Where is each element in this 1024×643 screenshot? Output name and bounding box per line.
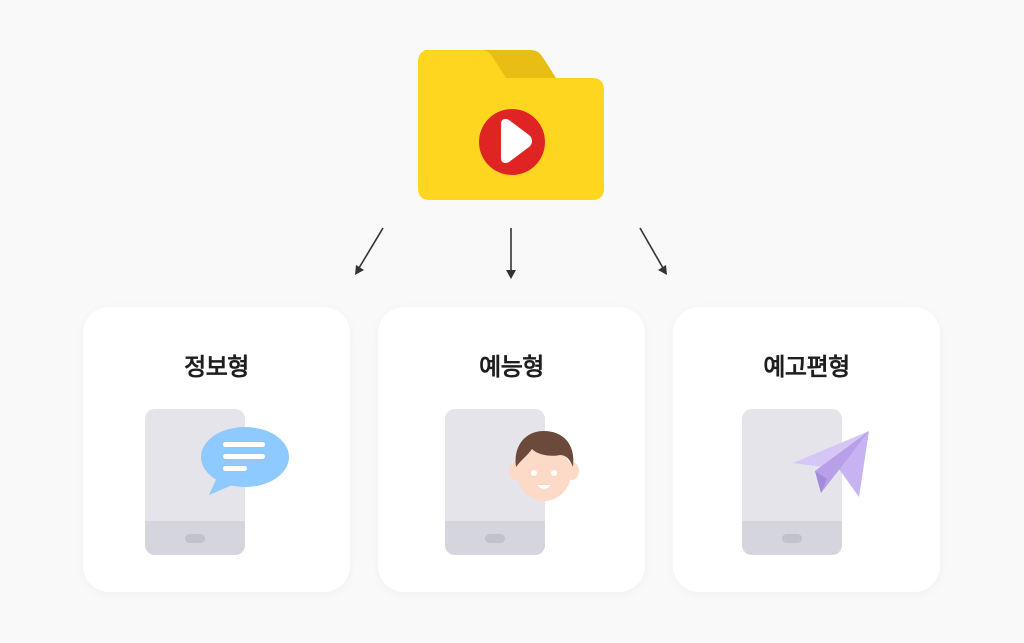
- card-entertainment: 예능형: [378, 307, 645, 592]
- paper-plane-icon: [793, 431, 869, 497]
- smiling-face-icon: [509, 431, 579, 501]
- arrow-left-head: [355, 265, 364, 275]
- card-title: 정보형: [184, 353, 249, 381]
- card-info: 정보형: [83, 307, 350, 592]
- arrow-center-head: [506, 270, 516, 279]
- arrow-right: [639, 227, 664, 269]
- card-title: 예고편형: [763, 353, 850, 381]
- card-title: 예능형: [479, 353, 544, 381]
- arrow-left: [358, 227, 384, 269]
- arrow-right-head: [658, 265, 667, 275]
- card-trailer: 예고편형: [673, 307, 940, 592]
- speech-bubble-icon: [201, 427, 289, 495]
- video-folder-icon: [418, 50, 604, 200]
